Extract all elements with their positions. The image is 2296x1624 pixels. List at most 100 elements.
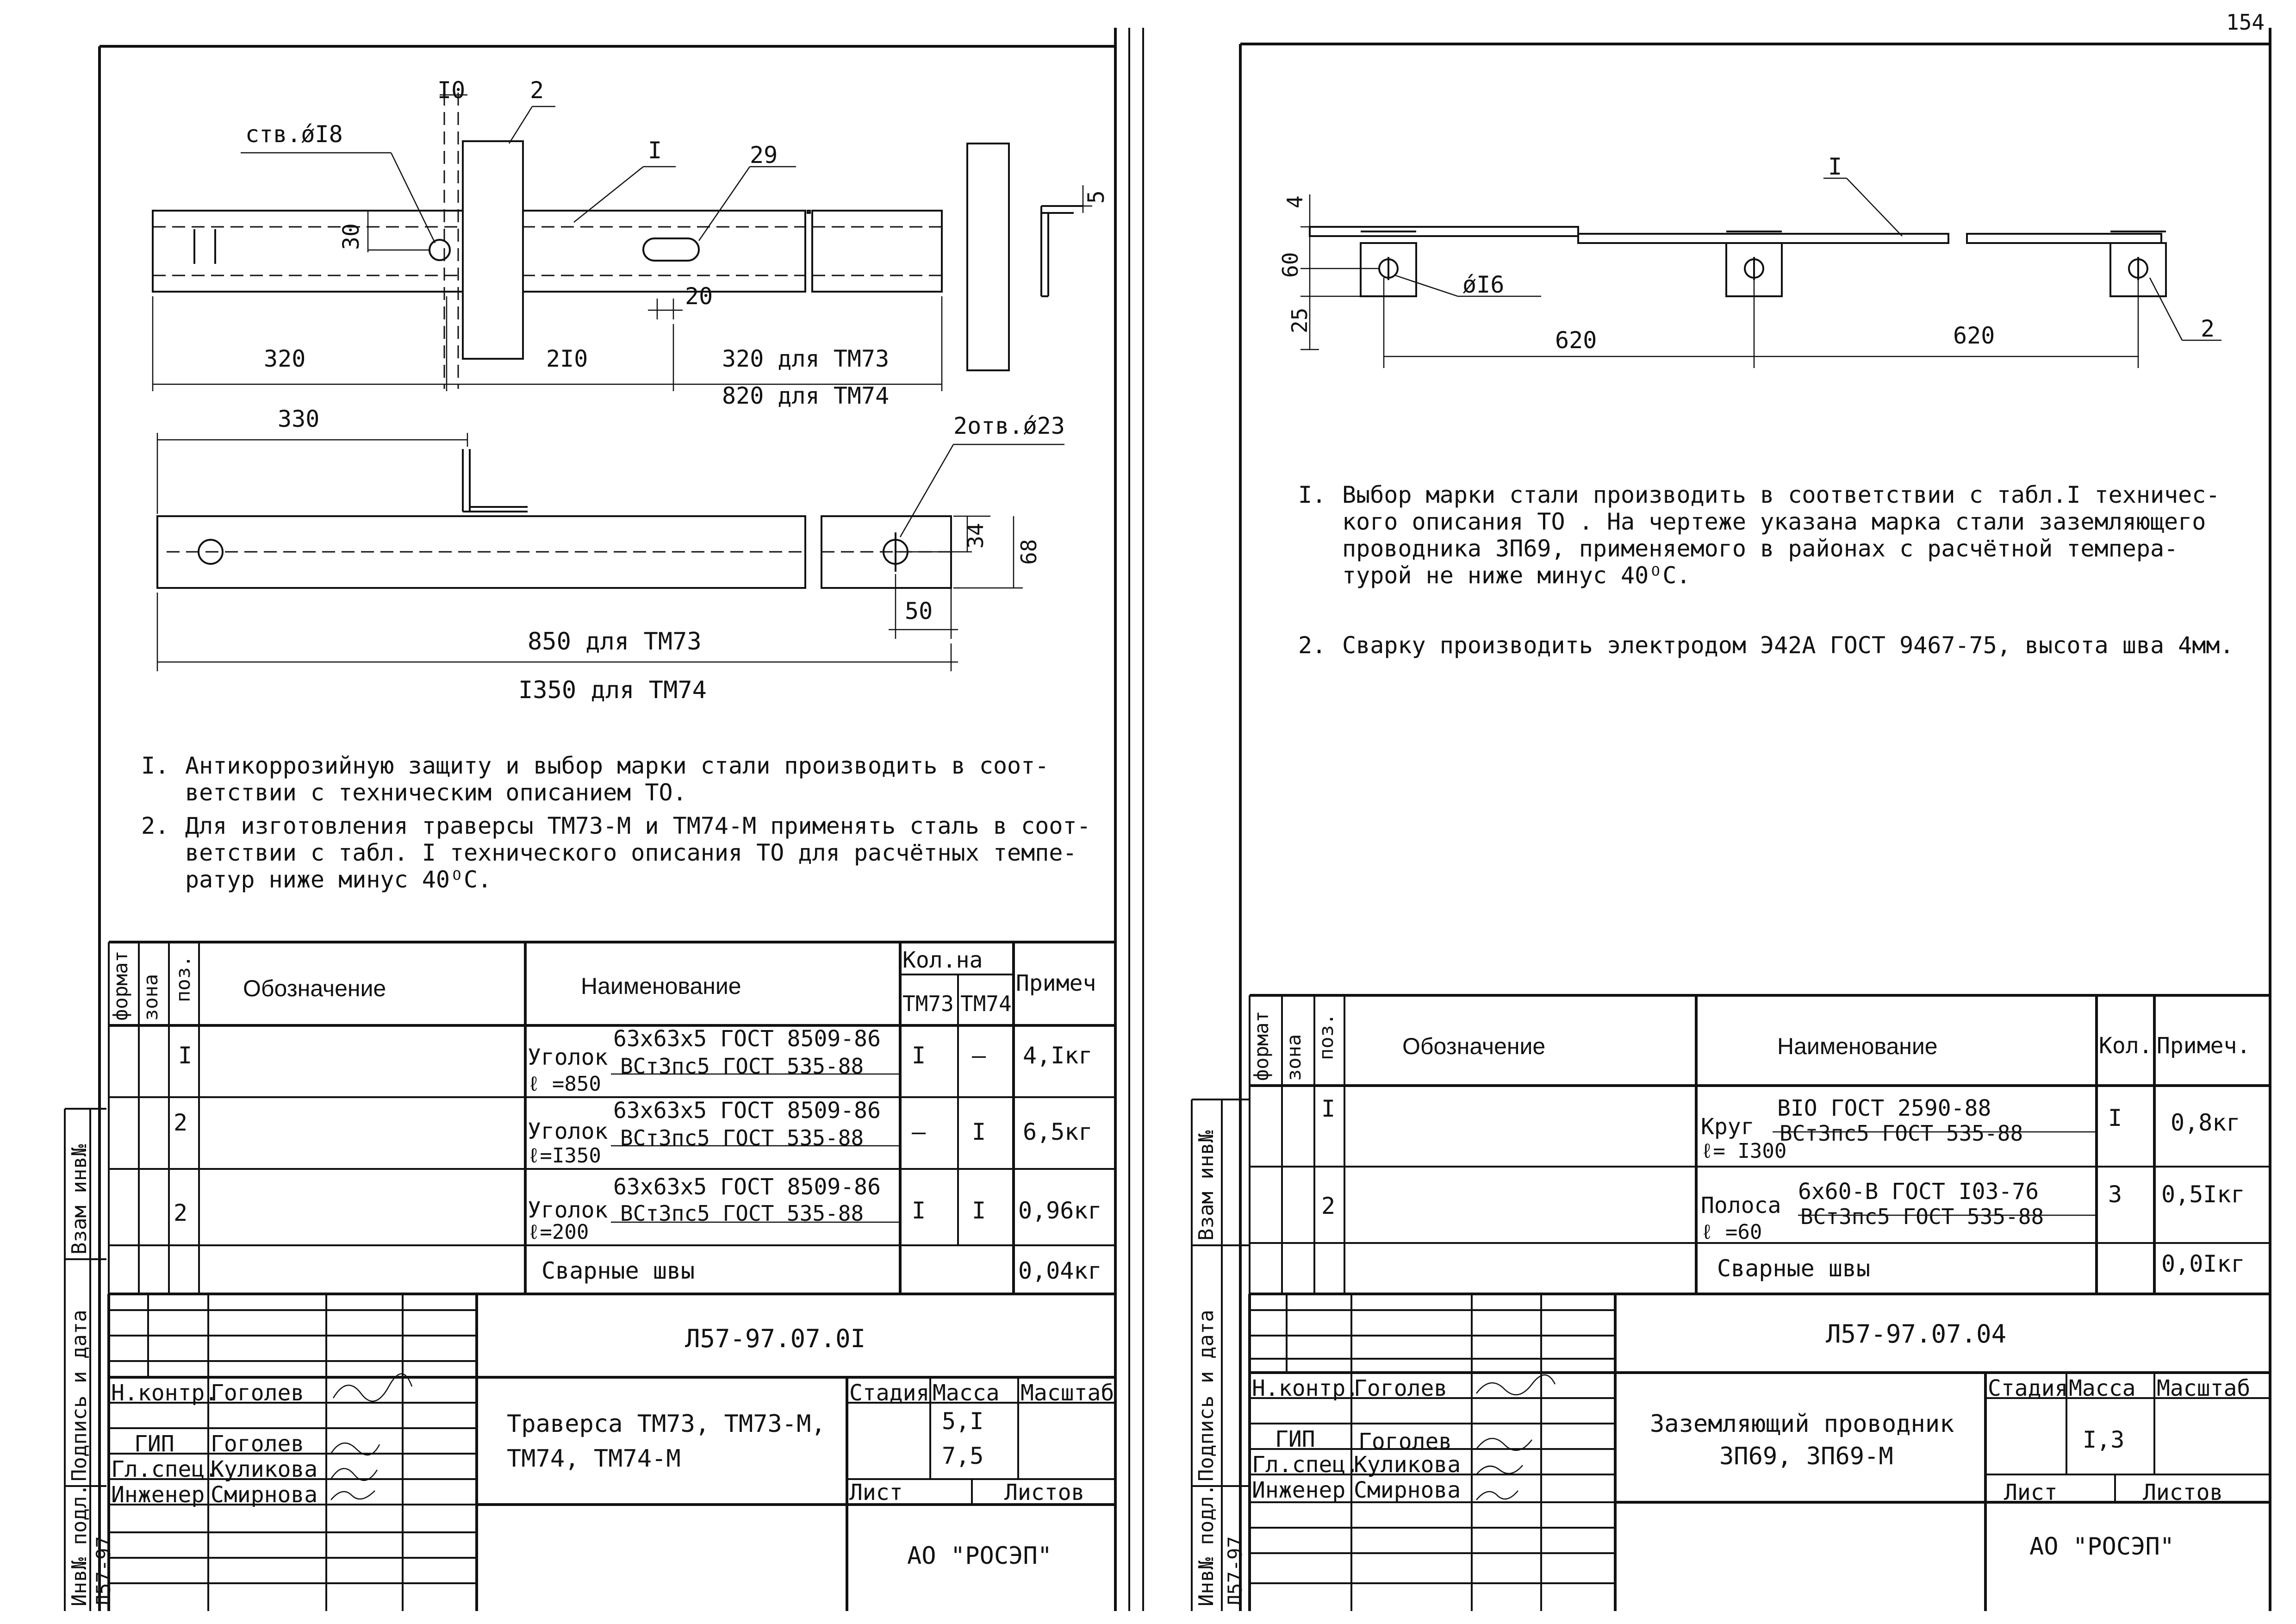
right-role-1: Н.контр. <box>1252 1375 1359 1401</box>
left-row1-len: ℓ =850 <box>528 1072 601 1096</box>
left-hdr-pos: поз. <box>172 955 194 1002</box>
ground-conductor-view <box>1300 177 2221 368</box>
right-sidebar-inv: Взам инв№ <box>1195 1130 1218 1241</box>
left-row2-q74: I <box>972 1118 986 1145</box>
right-sheet: Лист <box>2004 1480 2058 1505</box>
right-sidebar-invp: Инв№ подл. <box>1195 1484 1218 1606</box>
dim-320: 320 <box>264 345 306 372</box>
right-row1-word: Круг <box>1701 1114 1755 1140</box>
right-role-4: Инженер <box>1252 1477 1346 1503</box>
left-sheets: Листов <box>1004 1480 1085 1505</box>
right-row2-qty: 3 <box>2108 1181 2122 1208</box>
left-hdr-note: Примеч <box>1016 970 1096 996</box>
right-sheets: Листов <box>2143 1480 2223 1505</box>
right-title-block-lines <box>1191 1099 2270 1611</box>
slot-29: 29 <box>750 142 778 169</box>
right-hole-16: ǿI6 <box>1462 271 1505 298</box>
right-hdr-note: Примеч. <box>2157 1033 2251 1059</box>
right-name-1: Гоголев <box>1354 1375 1448 1401</box>
right-row2-len: ℓ =60 <box>1701 1220 1762 1244</box>
left-name-4: Смирнова <box>211 1482 318 1508</box>
dim-30: 30 <box>338 223 364 250</box>
right-dim-620a: 620 <box>1555 327 1597 354</box>
left-row2-note: 6,5кг <box>1023 1118 1093 1145</box>
ref-1: I <box>648 137 662 164</box>
left-row2-pos: 2 <box>174 1109 188 1136</box>
right-dim-4: 4 <box>1282 195 1307 208</box>
left-sidebar-sign: Подпись и дата <box>68 1310 91 1481</box>
left-row3-pos: 2 <box>174 1199 188 1226</box>
left-row1-q74: – <box>972 1042 986 1069</box>
left-row2-len: ℓ=I350 <box>528 1144 601 1168</box>
left-row4-word: Сварные швы <box>541 1257 695 1284</box>
right-name-2: Гоголев <box>1358 1429 1452 1455</box>
hole-18-label: ств.ǿI8 <box>245 121 343 148</box>
left-row1-den: ВСт3пс5 ГОСТ 535-88 <box>620 1054 864 1079</box>
left-doc-code: Л57-97.07.0I <box>685 1324 866 1353</box>
right-note-1: I.Выбор марки стали производить в соотве… <box>1298 481 2220 589</box>
left-hdr-name: Наименование <box>581 973 741 999</box>
signature-scribbles <box>330 1373 1556 1500</box>
left-row1-word: Уголок <box>528 1044 608 1070</box>
right-row1-len: ℓ= I300 <box>1701 1139 1787 1163</box>
traverse-front-view <box>156 433 1064 671</box>
dim-330: 330 <box>278 406 320 432</box>
left-name-1: Гоголев <box>211 1380 305 1406</box>
right-scale: Масштаб <box>2157 1375 2251 1401</box>
left-hdr-qty: Кол.на <box>902 947 983 973</box>
left-hdr-tm73: ТМ73 <box>902 991 954 1016</box>
page-number: 154 <box>2226 10 2265 35</box>
right-row2-word: Полоса <box>1701 1193 1781 1218</box>
right-stage: Стадия <box>1988 1375 2068 1401</box>
right-spec-table-lines <box>1249 994 2270 1295</box>
dim-5: 5 <box>1083 190 1109 204</box>
left-row3-den: ВСт3пс5 ГОСТ 535-88 <box>620 1201 864 1226</box>
left-scale: Масштаб <box>1020 1380 1114 1406</box>
right-mass-1: I,3 <box>2083 1426 2125 1453</box>
right-row1-qty: I <box>2108 1105 2122 1131</box>
right-dim-60: 60 <box>1278 252 1303 278</box>
left-row4-note: 0,04кг <box>1018 1257 1102 1284</box>
left-row1-q73: I <box>912 1042 926 1069</box>
left-sheet: Лист <box>849 1480 903 1505</box>
right-row3-note: 0,0Iкг <box>2161 1250 2245 1277</box>
dim-2: 2 <box>530 77 544 104</box>
left-row3-num: 63х63х5 ГОСТ 8509-86 <box>613 1174 881 1200</box>
left-name-line1: Траверса ТМ73, ТМ73-М, <box>507 1410 826 1438</box>
right-name-line1: Заземляющий проводник <box>1650 1410 1954 1438</box>
dim-320-tm73: 320 для ТМ73 <box>722 345 890 372</box>
right-hdr-qty: Кол. <box>2099 1033 2153 1059</box>
right-sidebar-code: Л57-97 <box>1224 1536 1246 1606</box>
left-row2-num: 63х63х5 ГОСТ 8509-86 <box>613 1098 881 1124</box>
right-sidebar-sign: Подпись и дата <box>1195 1310 1218 1481</box>
left-role-3: Гл.спец. <box>111 1456 218 1482</box>
dim-1350: I350 для ТМ74 <box>518 676 707 704</box>
left-row3-note: 0,96кг <box>1018 1197 1102 1224</box>
right-doc-code: Л57-97.07.04 <box>1826 1319 2007 1349</box>
left-row2-den: ВСт3пс5 ГОСТ 535-88 <box>620 1125 864 1150</box>
left-row1-note: 4,Iкг <box>1023 1042 1093 1069</box>
left-mass: Масса <box>933 1380 1000 1406</box>
left-row2-q73: – <box>912 1118 926 1145</box>
right-hdr-pos: поз. <box>1315 1013 1338 1060</box>
right-name-4: Смирнова <box>1354 1477 1461 1503</box>
left-mass-2: 7,5 <box>942 1443 984 1469</box>
dim-34: 34 <box>963 523 988 549</box>
dim-50: 50 <box>905 598 933 625</box>
right-ref-1: I <box>1828 153 1842 180</box>
right-role-3: Гл.спец. <box>1252 1452 1359 1478</box>
right-row1-pos: I <box>1321 1095 1336 1122</box>
left-hdr-format: формат <box>109 950 132 1021</box>
right-mass: Масса <box>2069 1375 2136 1401</box>
right-row1-den: ВСт3пс5 ГОСТ 535-88 <box>1780 1121 2023 1146</box>
right-hdr-name: Наименование <box>1777 1033 1938 1059</box>
holes-23: 2отв.ǿ23 <box>953 412 1065 439</box>
left-row3-q74: I <box>972 1197 986 1224</box>
left-mass-1: 5,I <box>942 1408 984 1435</box>
right-row3-word: Сварные швы <box>1717 1255 1871 1282</box>
left-hdr-zone: зона <box>139 974 162 1021</box>
left-sidebar-invp: Инв№ подл. <box>68 1484 91 1606</box>
right-name-line2: ЗП69, ЗП69-М <box>1719 1443 1893 1470</box>
left-role-1: Н.контр. <box>111 1380 218 1406</box>
